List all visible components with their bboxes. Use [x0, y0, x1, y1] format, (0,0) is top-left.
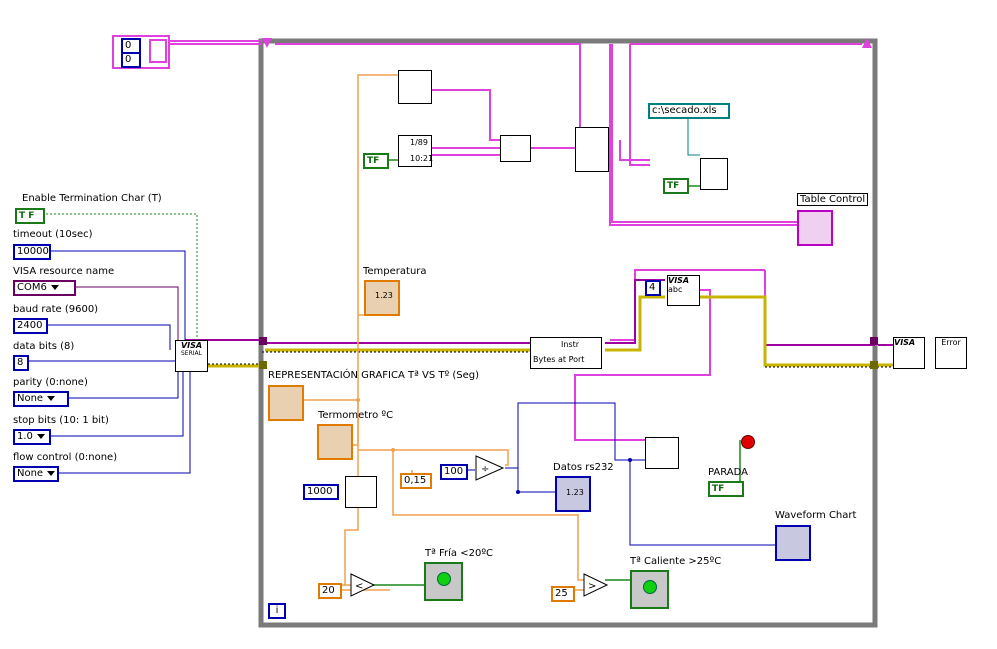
- visa-resource-select[interactable]: COM6: [13, 280, 76, 296]
- t-caliente-led: [643, 580, 657, 594]
- visa-read-text: VISA: [668, 276, 690, 285]
- constant-1000[interactable]: 1000: [303, 484, 339, 500]
- termometro-label: Termometro ºC: [318, 410, 394, 421]
- representacion-label: REPRESENTACIÓN GRAFICA Tª VS Tº (Seg): [268, 370, 480, 381]
- table-control-terminal[interactable]: [797, 210, 833, 246]
- shift-register-left: [262, 38, 272, 48]
- visa-read-icon[interactable]: VISA abc: [667, 275, 700, 306]
- stop-bits-value: 1.0: [17, 431, 33, 442]
- write-spreadsheet-icon[interactable]: [700, 158, 728, 190]
- stop-bits-label: stop bits (10: 1 bit): [13, 415, 109, 426]
- property-node-class: Instr: [561, 340, 580, 349]
- parada-terminal[interactable]: TF: [708, 481, 744, 497]
- parada-label: PARADA: [708, 467, 748, 478]
- visa-serial-icon[interactable]: VISA SERIAL: [175, 340, 208, 372]
- pink-wires: [168, 40, 872, 441]
- svg-text:>: >: [588, 581, 596, 592]
- timeout-label: timeout (10sec): [13, 229, 93, 240]
- build-array-icon[interactable]: [500, 135, 531, 162]
- datos-rs232-terminal[interactable]: 1.23: [555, 476, 591, 512]
- visa-resource-value: COM6: [17, 282, 47, 293]
- date-time-icon[interactable]: 1/89 10:21: [398, 135, 434, 167]
- enable-term-constant[interactable]: T F: [15, 208, 45, 224]
- less-icon[interactable]: <: [350, 573, 376, 597]
- visa-close-text: VISA: [894, 338, 916, 347]
- convert-string-icon[interactable]: [645, 437, 679, 469]
- chevron-down-icon: [36, 433, 45, 439]
- visa-resource-label: VISA resource name: [13, 266, 115, 277]
- loop-iteration-terminal: i: [268, 603, 286, 619]
- table-control-label: Table Control: [797, 193, 869, 206]
- termometro-terminal[interactable]: [317, 424, 353, 460]
- t-fria-led: [437, 572, 451, 586]
- stop-bits-select[interactable]: 1.0: [13, 429, 51, 445]
- t-fria-label: Tª Fría <20ºC: [425, 548, 494, 559]
- shift-register-right: [862, 38, 872, 48]
- waveform-chart-label: Waveform Chart: [775, 510, 857, 521]
- serial-text: SERIAL: [181, 350, 202, 357]
- array-index-b[interactable]: 0: [121, 52, 141, 68]
- tunnel: [870, 337, 878, 345]
- parity-value: None: [17, 393, 44, 404]
- constant-25[interactable]: 25: [551, 586, 575, 602]
- flow-control-value: None: [17, 468, 44, 479]
- graph-terminal[interactable]: [268, 385, 304, 421]
- baud-rate-constant[interactable]: 2400: [13, 318, 48, 334]
- constant-100[interactable]: 100: [440, 464, 468, 480]
- t-caliente-label: Tª Caliente >25ºC: [630, 556, 722, 567]
- chevron-down-icon: [47, 395, 56, 401]
- visa-close-icon[interactable]: VISA: [893, 337, 925, 369]
- tunnel: [870, 361, 878, 369]
- format-string-icon[interactable]: [398, 70, 432, 104]
- stop-button-icon[interactable]: [741, 435, 755, 449]
- property-node-icon[interactable]: Instr Bytes at Port: [530, 337, 602, 369]
- array-constant[interactable]: 0 0: [112, 35, 170, 69]
- parity-select[interactable]: None: [13, 391, 69, 407]
- parity-label: parity (0:none): [13, 377, 88, 388]
- waveform-chart-terminal[interactable]: [775, 525, 811, 561]
- tunnel: [259, 361, 267, 369]
- baud-rate-label: baud rate (9600): [13, 304, 99, 315]
- flow-control-label: flow control (0:none): [13, 452, 118, 463]
- visa-text: VISA: [180, 341, 203, 350]
- temperatura-value: 1.23: [375, 291, 393, 300]
- datos-rs232-label: Datos rs232: [553, 462, 614, 473]
- bool-constant-b[interactable]: TF: [663, 178, 689, 194]
- greater-icon[interactable]: >: [583, 573, 609, 597]
- svg-text:<: <: [355, 581, 363, 592]
- t-fria-terminal[interactable]: [424, 562, 463, 601]
- visa-read-abc: abc: [668, 285, 683, 294]
- tunnel: [259, 337, 267, 345]
- time-format: 10:21: [410, 154, 434, 163]
- bytes-constant-4[interactable]: 4: [645, 280, 661, 296]
- chevron-down-icon: [50, 284, 59, 290]
- constant-20[interactable]: 20: [318, 583, 342, 599]
- enable-term-label: Enable Termination Char (T): [22, 193, 162, 204]
- temperatura-label: Temperatura: [363, 266, 427, 277]
- flow-control-select[interactable]: None: [13, 466, 59, 482]
- bool-constant-a[interactable]: TF: [363, 153, 389, 169]
- timeout-constant[interactable]: 10000: [13, 244, 51, 260]
- datos-value: 1.23: [566, 488, 584, 497]
- chevron-down-icon: [47, 470, 56, 476]
- insert-array-icon[interactable]: [575, 127, 609, 172]
- while-loop-frame: [258, 38, 878, 628]
- wait-icon[interactable]: [345, 476, 377, 508]
- temperatura-terminal[interactable]: 1.23: [364, 280, 400, 316]
- data-bits-label: data bits (8): [13, 341, 75, 352]
- property-node-prop: Bytes at Port: [533, 355, 585, 364]
- file-path-constant[interactable]: c:\secado.xls: [648, 103, 730, 119]
- divide-symbol: ÷: [475, 455, 505, 481]
- error-handler-icon[interactable]: Error: [935, 337, 967, 369]
- constant-0-15[interactable]: 0,15: [400, 473, 432, 489]
- date-format: 1/89: [410, 138, 428, 147]
- error-text: Error: [941, 338, 961, 347]
- data-bits-constant[interactable]: 8: [13, 355, 29, 371]
- svg-text:÷: ÷: [481, 464, 489, 475]
- t-caliente-terminal[interactable]: [630, 570, 669, 609]
